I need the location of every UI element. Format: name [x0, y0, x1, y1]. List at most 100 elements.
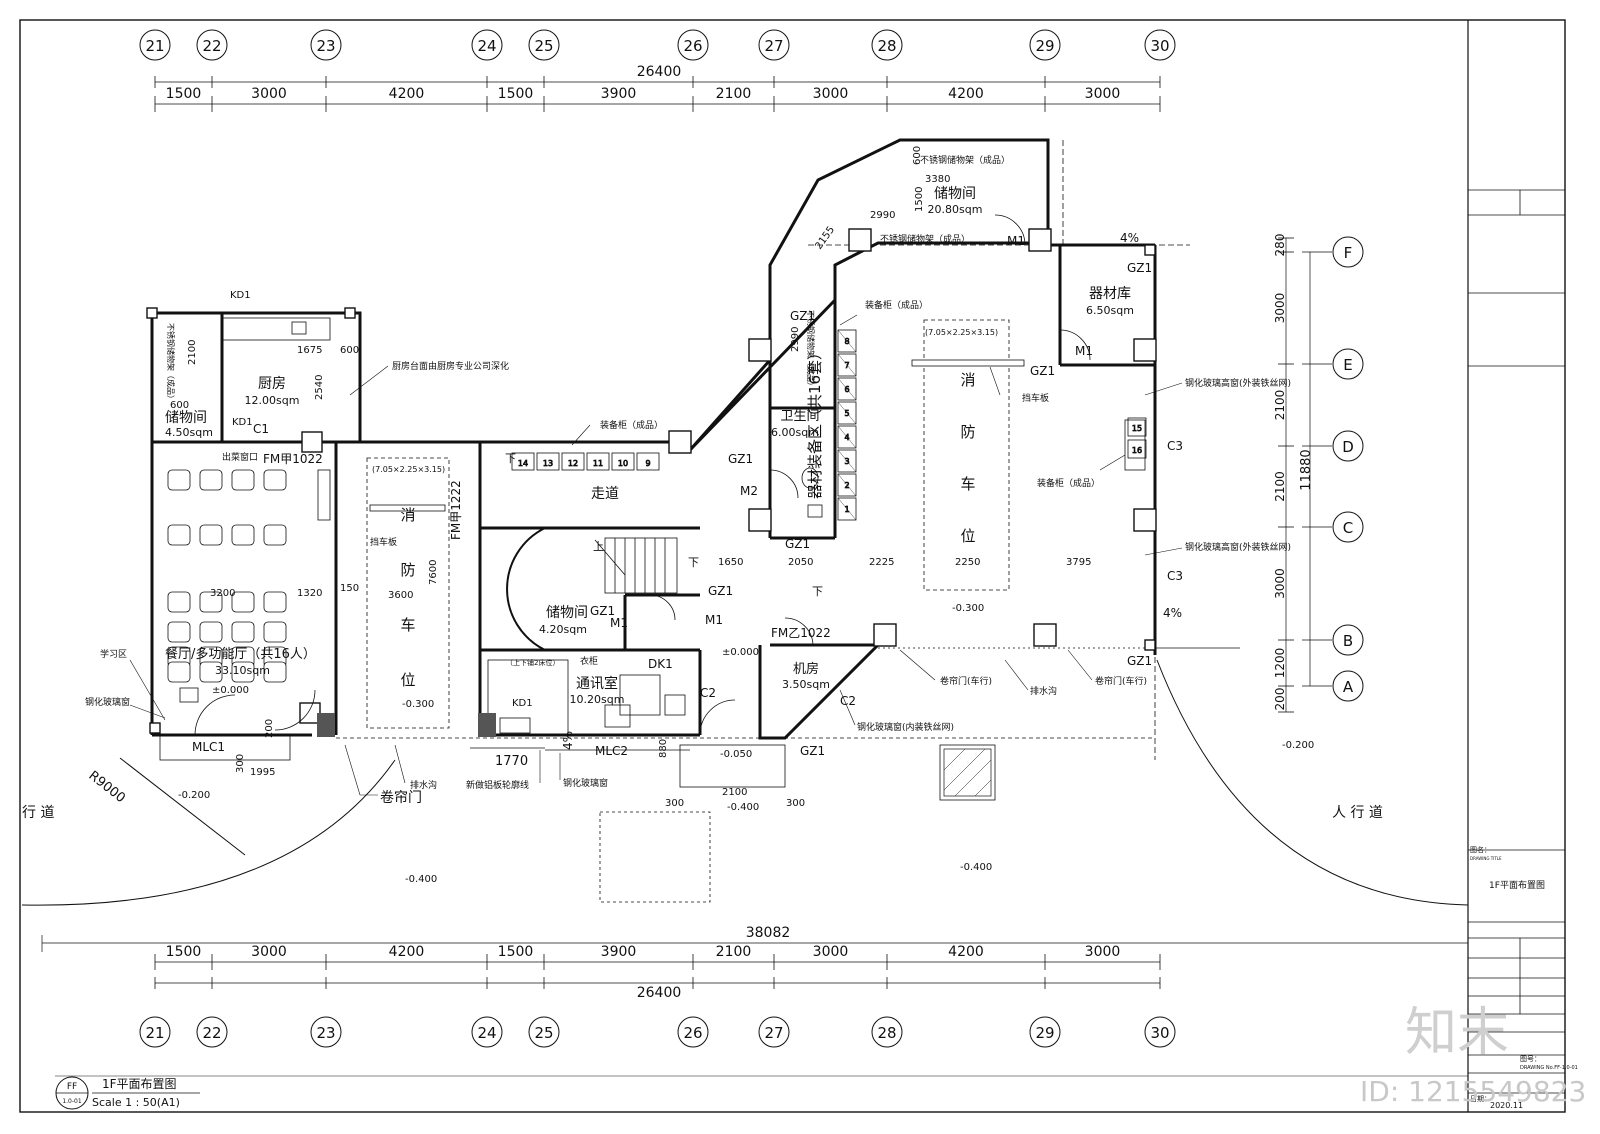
dim-150: 150 [340, 583, 359, 594]
cabinet-number: 8 [844, 337, 849, 346]
bottom-axis-label: 22 [202, 1024, 221, 1042]
chair [263, 661, 287, 683]
row-bubble [1332, 511, 1364, 543]
top-spacing-label: 3000 [251, 86, 287, 102]
row-bubble [1332, 236, 1364, 268]
dim-3600: 3600 [388, 590, 413, 601]
dim-1320: 1320 [297, 588, 322, 599]
top-axis-bubble [758, 29, 790, 61]
cabinet-number: 16 [1132, 446, 1142, 455]
row-dim-label: 1200 [1273, 648, 1287, 679]
bottom-axis-bubble [758, 1016, 790, 1048]
cabinet-number: 2 [844, 481, 849, 490]
window-c1: C1 [253, 422, 269, 436]
glass-high-note-2: 钢化玻璃高窗(外装铁丝网) [1185, 541, 1291, 553]
top-spacing-label: 1500 [166, 86, 202, 102]
cabinet-number: 15 [1132, 424, 1142, 433]
truck-size-left: (7.05×2.25×3.15) [372, 465, 445, 474]
title-block-text: 图名： DRAWING TITLE 1F平面布置图 图号： DRAWING No… [1470, 845, 1578, 1110]
top-axis-label: 30 [1150, 37, 1169, 55]
top-axis-bubble [871, 29, 903, 61]
dim-3200: 3200 [210, 588, 235, 599]
slope-1: 4% [1120, 231, 1139, 245]
overall-dimension [41, 935, 1468, 952]
level-300b: -0.300 [952, 603, 984, 614]
dim-2990b: 2990 [790, 327, 801, 352]
column-tag-gz1: GZ1 [708, 584, 733, 598]
drawing-title: FF 1.0-01 1F平面布置图 Scale 1 : 50(A1) [55, 1075, 1468, 1110]
cabinet-slot [1127, 439, 1147, 459]
top-axis-label: 24 [477, 37, 496, 55]
bottom-axis-label: 30 [1150, 1024, 1169, 1042]
levels: ±0.000 ±0.000 -0.300 -0.300 -0.050 -0.20… [178, 603, 1314, 885]
cabinet-slot [636, 452, 660, 471]
overall-dimension-label: 38082 [746, 925, 791, 941]
wc-name: 卫生间 [780, 409, 819, 424]
level-200a: -0.200 [178, 790, 210, 801]
roll-door-note: 卷帘门 [380, 790, 422, 806]
door-post-mid [478, 713, 496, 737]
sidewalk-arcs [21, 659, 1469, 906]
row-dim-label: 2100 [1273, 390, 1287, 421]
bottom-spacing-label: 4200 [948, 944, 984, 960]
bottom-axis-label: 25 [534, 1024, 553, 1042]
cabinet-number: 14 [518, 459, 528, 468]
bottom-spacing-label: 1500 [166, 944, 202, 960]
chair [263, 469, 287, 491]
equip-area: 6.50sqm [1086, 304, 1134, 317]
bottom-axis-bubble [677, 1016, 709, 1048]
shelf-mid-label: 不锈钢储物架（成品） [880, 233, 970, 245]
truck-bay-char: 车 [400, 616, 415, 634]
roll-door-note-1: 卷帘门(车行) [940, 675, 992, 687]
bottom-spacing-label: 3900 [601, 944, 637, 960]
dim-300a: 300 [665, 798, 684, 809]
bottom-spacing-label: 4200 [389, 944, 425, 960]
dim-2155: 2155 [813, 225, 837, 252]
level-0a: ±0.000 [212, 685, 249, 696]
kd1-label-b: KD1 [232, 417, 253, 428]
glass-inner-note: 钢化玻璃窗(内装铁丝网) [857, 721, 954, 733]
stopper-bar-right [911, 359, 1025, 367]
dim-600a: 600 [340, 345, 359, 356]
door-m1a: M1 [1007, 234, 1025, 248]
drawing-name: 1F平面布置图 [102, 1077, 177, 1091]
truck-bay-char: 防 [960, 423, 975, 441]
chair [231, 524, 255, 546]
comm-name: 通讯室 [576, 675, 618, 692]
top-axis-bubble [310, 29, 342, 61]
drawing-border [19, 19, 1566, 1113]
dk1-label: DK1 [648, 657, 673, 671]
curved-wall [506, 527, 546, 651]
row-dim-label: 2100 [1273, 471, 1287, 502]
glass-win-note: 钢化玻璃窗 [85, 696, 130, 708]
door-m2: M2 [740, 484, 758, 498]
dim-1675: 1675 [297, 345, 322, 356]
kd1-label-a: KD1 [230, 290, 251, 301]
bottom-spacing-label: 3000 [813, 944, 849, 960]
stopper-note-2: 挡车板 [370, 536, 397, 548]
outer-lines [159, 140, 1240, 903]
cabinet-number: 9 [645, 459, 650, 468]
store-mid-name: 储物间 [546, 605, 588, 621]
row-label: C [1343, 519, 1353, 537]
stair [594, 537, 678, 594]
door-mlc1: MLC1 [192, 740, 225, 754]
top-spacing-label: 3000 [1085, 86, 1121, 102]
dining-area: 33.10sqm [215, 664, 270, 677]
dim-300b: 300 [786, 798, 805, 809]
cabinet-slot [1127, 417, 1147, 437]
chair [199, 661, 223, 683]
bottom-axis-label: 23 [316, 1024, 335, 1042]
shelf-vert-label: 不锈钢储物架（成品） [806, 310, 816, 390]
cabinet-slot [837, 377, 857, 401]
truck-bay-char: 车 [960, 475, 975, 493]
chair [167, 524, 191, 546]
truck-bay-char: 位 [400, 671, 415, 689]
sidewalk-left: 行 道 [22, 805, 54, 821]
machine-area: 3.50sqm [782, 678, 830, 691]
